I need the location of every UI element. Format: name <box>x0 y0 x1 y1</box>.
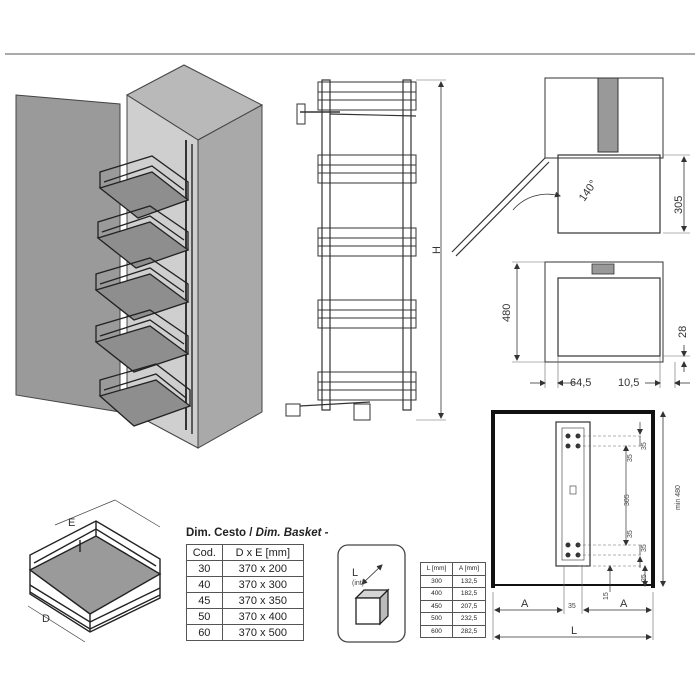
dim-305-front: 305 <box>624 494 631 506</box>
cell-l: 450 <box>419 599 454 613</box>
basket-1 <box>98 155 190 219</box>
dim-10-5: 10,5 <box>618 377 639 389</box>
dim-35-bottom: 35 <box>568 603 576 610</box>
cell-cod: 45 <box>186 592 223 609</box>
cabinet-3d-view <box>15 64 264 449</box>
dim-25: 25 <box>641 574 648 582</box>
basket-table-title: Dim. Cesto / Dim. Basket - <box>186 527 329 539</box>
icon-l-label: L <box>352 567 358 579</box>
cell-dxe: 370 x 300 <box>221 576 305 593</box>
cell-a: 282,5 <box>452 624 486 638</box>
cell-a: 182,5 <box>452 587 486 601</box>
dim-35-a: 35 <box>641 442 648 450</box>
cell-cod: 60 <box>186 624 223 641</box>
basket-2 <box>96 205 190 269</box>
dim-305-top: 305 <box>673 196 685 214</box>
cell-l: 500 <box>419 612 454 626</box>
cell-a: 132,5 <box>452 574 486 588</box>
cell-a: 207,5 <box>452 599 486 613</box>
dim-a-right: A <box>620 598 628 610</box>
dim-15: 15 <box>603 592 610 600</box>
cell-dxe: 370 x 350 <box>221 592 305 609</box>
cell-cod: 40 <box>186 576 223 593</box>
top-view-angle <box>451 77 690 257</box>
basket-table-title-italic: Dim. Basket - <box>255 527 329 539</box>
cell-dxe: 370 x 500 <box>221 624 305 641</box>
basket-table-title-plain: Dim. Cesto / <box>186 527 256 539</box>
dim-35-b: 35 <box>627 454 634 462</box>
top-view-closed <box>512 261 690 388</box>
dim-35-d: 35 <box>641 544 648 552</box>
dim-64-5: 64,5 <box>570 377 591 389</box>
side-view-frame <box>285 79 446 421</box>
dim-basket-d: D <box>42 613 50 625</box>
table-row: Cod. D x E [mm] <box>186 544 305 561</box>
dim-basket-e: E <box>68 517 75 529</box>
cell-dxe: 370 x 400 <box>221 608 305 625</box>
table-row: L [mm] A [mm] <box>419 562 486 576</box>
cell-dxe: 370 x 200 <box>221 560 305 577</box>
dim-28: 28 <box>677 326 689 338</box>
cell-l: 600 <box>419 624 454 638</box>
header-a: A [mm] <box>452 562 486 576</box>
dim-h: H <box>431 246 443 254</box>
cell-cod: 50 <box>186 608 223 625</box>
basket-3 <box>94 257 190 321</box>
header-dxe: D x E [mm] <box>221 544 305 561</box>
dim-35-c: 35 <box>627 530 634 538</box>
cell-a: 232,5 <box>452 612 486 626</box>
basket-iso-view <box>27 499 162 643</box>
dim-min-480: min 480 <box>675 485 682 510</box>
cell-l: 300 <box>419 574 454 588</box>
installation-front-view <box>491 410 666 640</box>
dim-a-left: A <box>521 598 529 610</box>
internal-width-box-icon <box>337 544 406 643</box>
dim-480: 480 <box>501 304 513 322</box>
cell-cod: 30 <box>186 560 223 577</box>
dim-angle: 140° <box>577 178 600 204</box>
icon-int-label: (int) <box>352 580 364 587</box>
dim-l: L <box>571 625 577 637</box>
header-cod: Cod. <box>186 544 223 561</box>
basket-5 <box>98 363 192 427</box>
header-l: L [mm] <box>419 562 454 576</box>
basket-4 <box>94 309 190 373</box>
cell-l: 400 <box>419 587 454 601</box>
